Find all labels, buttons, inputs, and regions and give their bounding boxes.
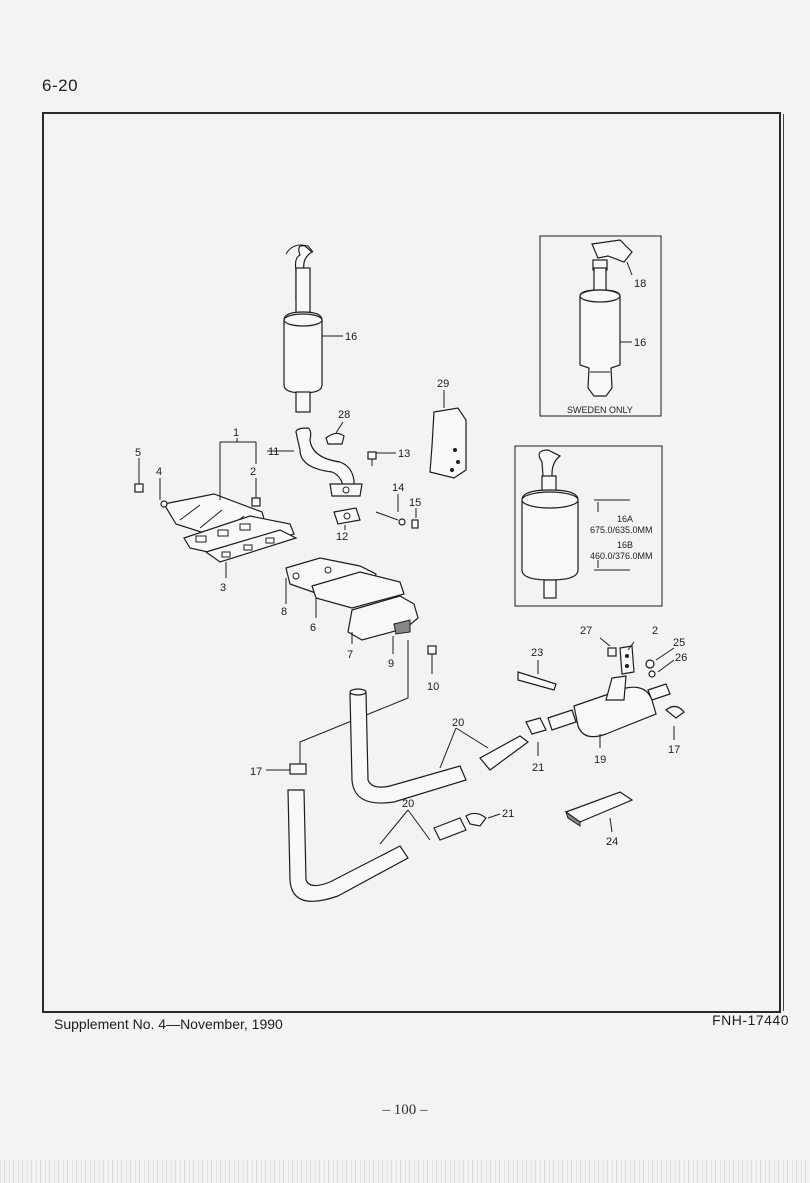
label-16b: 16B xyxy=(617,540,633,550)
callout-15: 15 xyxy=(409,497,421,509)
callout-21-upper: 21 xyxy=(532,762,544,774)
callout-1: 1 xyxy=(233,427,239,439)
scan-artifact-strip xyxy=(0,1160,810,1183)
callout-2-manifold: 2 xyxy=(250,466,256,478)
callout-7: 7 xyxy=(347,649,353,661)
label-16a: 16A xyxy=(617,514,633,524)
heat-shield xyxy=(429,390,467,479)
exhaust-pipes xyxy=(266,640,547,902)
callout-19: 19 xyxy=(594,754,606,766)
value-16b: 460.0/376.0MM xyxy=(590,551,653,561)
callout-16-vertical: 16 xyxy=(345,331,357,343)
page-number: 6-20 xyxy=(42,76,79,95)
callout-25: 25 xyxy=(673,637,685,649)
horizontal-muffler-assembly xyxy=(517,637,685,833)
dimension-muffler xyxy=(521,449,630,599)
callout-2-bracket: 2 xyxy=(652,625,658,637)
callout-28: 28 xyxy=(338,409,350,421)
callout-8: 8 xyxy=(281,606,287,618)
callout-9: 9 xyxy=(388,658,394,670)
callout-18: 18 xyxy=(634,278,646,290)
muffler-dimension-inset xyxy=(514,445,663,607)
callout-4: 4 xyxy=(156,466,162,478)
callout-12: 12 xyxy=(336,531,348,543)
callout-6: 6 xyxy=(310,622,316,634)
callout-17-pipe: 17 xyxy=(250,766,262,778)
callout-11: 11 xyxy=(268,446,279,458)
callout-10: 10 xyxy=(427,681,439,693)
sweden-muffler xyxy=(579,239,633,397)
value-16a: 675.0/635.0MM xyxy=(590,525,653,535)
supplement-note: Supplement No. 4—November, 1990 xyxy=(54,1016,283,1032)
folio-page-number: – 100 – xyxy=(382,1102,428,1118)
callout-24: 24 xyxy=(606,836,618,848)
callout-16-sweden: 16 xyxy=(634,337,646,349)
gasket-and-fasteners xyxy=(333,494,419,530)
sweden-only-inset xyxy=(539,235,662,417)
callout-20-upper: 20 xyxy=(452,717,464,729)
callout-14: 14 xyxy=(392,482,404,494)
callout-3: 3 xyxy=(220,582,226,594)
figure-code: FNH-17440 xyxy=(712,1012,789,1028)
illustration-frame xyxy=(42,112,784,1013)
callout-17-muffler: 17 xyxy=(668,744,680,756)
callout-29: 29 xyxy=(437,378,449,390)
vertical-muffler xyxy=(283,244,343,413)
callout-13: 13 xyxy=(398,448,410,460)
callout-27: 27 xyxy=(580,625,592,637)
sweden-only-caption: SWEDEN ONLY xyxy=(567,405,633,415)
exhaust-manifold-assembly xyxy=(285,557,437,674)
intake-manifold-assembly xyxy=(134,438,298,578)
elbow-pipe xyxy=(267,421,396,497)
callout-23: 23 xyxy=(531,647,543,659)
callout-26: 26 xyxy=(675,652,687,664)
callout-5: 5 xyxy=(135,447,141,459)
callout-21-lower: 21 xyxy=(502,808,514,820)
callout-20-lower: 20 xyxy=(402,798,414,810)
